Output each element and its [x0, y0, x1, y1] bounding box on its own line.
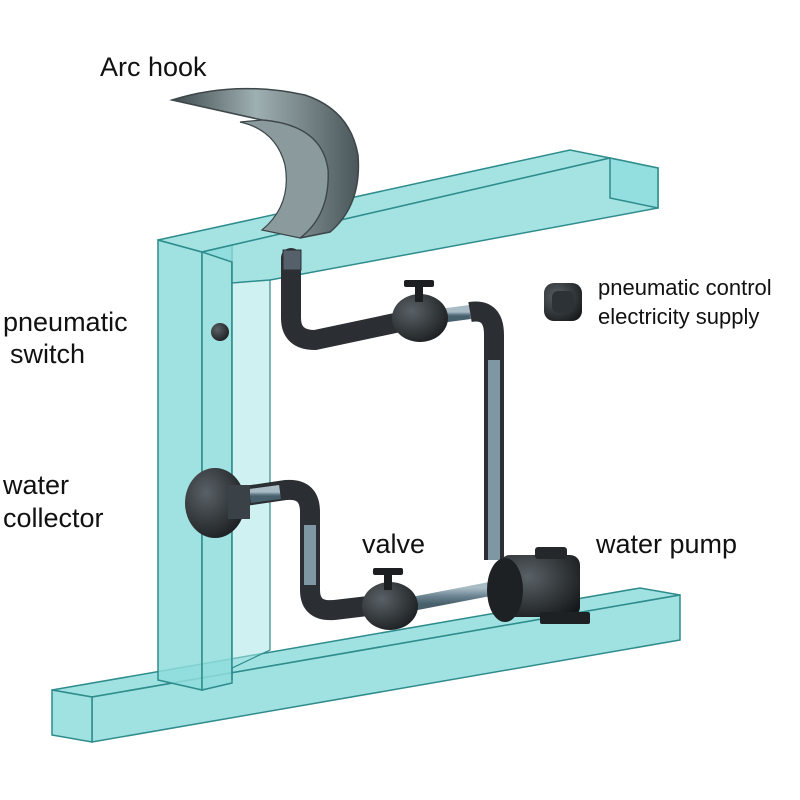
pneumatic-switch-icon [211, 323, 229, 341]
water-collector-label-line1: water [3, 470, 70, 500]
bottom-valve-icon [362, 568, 418, 630]
pneumatic-control-label-line1: pneumatic control [598, 275, 772, 300]
arc-hook-icon [169, 87, 360, 239]
arc-hook-label: Arc hook [100, 52, 207, 82]
lower-pipe-run [235, 479, 497, 621]
pneumatic-switch-label-line1: pneumatic [3, 307, 128, 337]
pneumatic-switch-label-line2: switch [10, 339, 86, 369]
top-valve-icon [392, 280, 448, 342]
water-pump-label: water pump [596, 529, 738, 559]
top-arm [157, 149, 659, 284]
water-collector-label-line2: collector [3, 503, 104, 533]
water-collector-icon [185, 468, 250, 538]
inner-column [231, 279, 271, 669]
valve-label: valve [362, 529, 426, 559]
upper-pipe-run [281, 248, 504, 560]
vertical-column [157, 239, 233, 691]
water-pump-icon [487, 547, 590, 624]
control-box-icon [544, 283, 582, 321]
pneumatic-control-label-line2: electricity supply [598, 304, 760, 329]
